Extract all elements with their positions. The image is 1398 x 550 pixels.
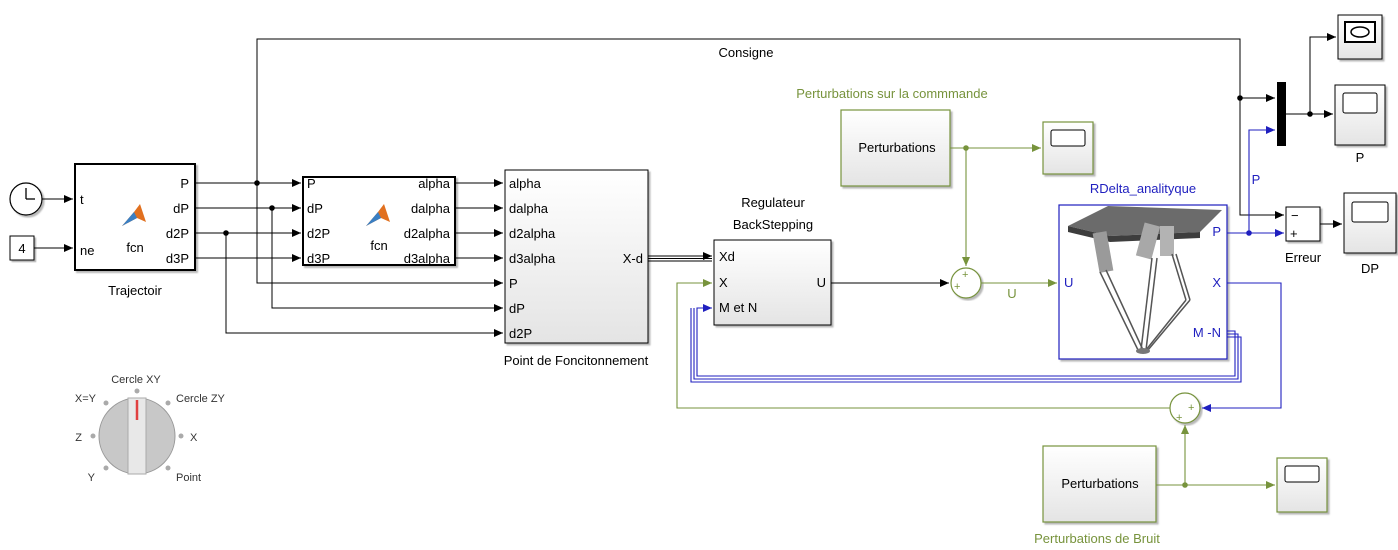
- block-label: Perturbations: [858, 140, 936, 155]
- block-name: DP: [1361, 261, 1379, 276]
- block-name: Regulateur: [741, 195, 805, 210]
- port-label: P: [307, 176, 316, 191]
- constant-block[interactable]: 4: [9, 235, 35, 261]
- port-label: t: [80, 192, 84, 207]
- plus-sign: +: [962, 269, 968, 281]
- signal-label-consigne: Consigne: [719, 45, 774, 60]
- port-label: d2P: [509, 326, 532, 341]
- erreur-sum-block[interactable]: − + Erreur: [1285, 206, 1322, 265]
- block-name: Perturbations sur la commmande: [796, 86, 987, 101]
- port-label: d3alpha: [509, 251, 556, 266]
- port-label: X-d: [623, 251, 643, 266]
- block-name: Erreur: [1285, 250, 1322, 265]
- block-name: P: [1356, 150, 1365, 165]
- scope-perturbations-commande[interactable]: [1042, 121, 1094, 175]
- port-label: alpha: [509, 176, 542, 191]
- scope-perturbations-bruit[interactable]: [1276, 457, 1328, 513]
- port-label: P: [509, 276, 518, 291]
- clock-icon: [25, 188, 35, 200]
- signal-line[interactable]: [696, 304, 1236, 377]
- signal-line[interactable]: [271, 208, 503, 312]
- port-label: dP: [509, 301, 525, 316]
- trajectory-selector-knob[interactable]: Cercle XY Cercle ZY X Point Y Z X=Y: [75, 374, 226, 484]
- scope-dp[interactable]: DP: [1343, 192, 1397, 276]
- selector-option: Z: [75, 432, 82, 444]
- port-label: d2alpha: [509, 226, 556, 241]
- signal-lines: [34, 33, 1342, 489]
- port-label: d2alpha: [404, 226, 451, 241]
- selector-ticks: [90, 388, 184, 471]
- block-name: BackStepping: [733, 217, 813, 232]
- plus-sign: +: [1290, 226, 1298, 241]
- fcn-label: fcn: [370, 238, 387, 253]
- port-label: M et N: [719, 300, 757, 315]
- block-name: RDelta_analityque: [1090, 181, 1196, 196]
- port-label: U: [817, 275, 826, 290]
- selector-option: Cercle ZY: [176, 393, 226, 405]
- minus-sign: −: [1291, 208, 1299, 223]
- port-label: dP: [307, 201, 323, 216]
- rdelta-robot-block[interactable]: RDelta_analityque U P X M -N: [1058, 181, 1228, 360]
- signal-line[interactable]: [256, 183, 503, 287]
- signal-label-u: U: [1007, 286, 1016, 301]
- mux-block[interactable]: [1277, 82, 1286, 146]
- selector-option: Y: [88, 472, 96, 484]
- selector-option: Cercle XY: [111, 374, 161, 386]
- plus-sign: +: [1176, 412, 1182, 424]
- port-label: M -N: [1193, 325, 1221, 340]
- constant-value: 4: [18, 241, 25, 256]
- perturbations-commande-block[interactable]: Perturbations sur la commmande Perturbat…: [796, 86, 988, 187]
- sum-bruit[interactable]: + +: [1169, 392, 1201, 424]
- port-label: dalpha: [411, 201, 451, 216]
- block-name: Perturbations de Bruit: [1034, 531, 1160, 546]
- port-label: d3alpha: [404, 251, 451, 266]
- plus-sign: +: [954, 281, 960, 293]
- signal-label-p: P: [1252, 172, 1261, 187]
- plus-sign: +: [1188, 402, 1194, 414]
- selector-option: X=Y: [75, 393, 97, 405]
- point-fonctionnement-block[interactable]: alpha dalpha d2alpha d3alpha P dP d2P X-…: [504, 169, 649, 368]
- perturbations-bruit-block[interactable]: Perturbations Perturbations de Bruit: [1034, 445, 1160, 546]
- port-label: P: [180, 176, 189, 191]
- regulateur-backstepping-block[interactable]: Regulateur BackStepping Xd X M et N U: [713, 195, 832, 326]
- signal-line: [693, 308, 1239, 380]
- port-label: X: [1212, 275, 1221, 290]
- xy-graph-scope[interactable]: [1337, 14, 1383, 60]
- consigne-line[interactable]: [256, 38, 1284, 219]
- port-label: U: [1064, 275, 1073, 290]
- block-label: Perturbations: [1061, 476, 1139, 491]
- junction-dots: [223, 95, 1313, 488]
- port-label: dalpha: [509, 201, 549, 216]
- port-label: d2P: [166, 226, 189, 241]
- port-label: dP: [173, 201, 189, 216]
- port-label: d3P: [166, 251, 189, 266]
- port-label: ne: [80, 243, 94, 258]
- port-label: alpha: [418, 176, 451, 191]
- fcn-label: fcn: [126, 240, 143, 255]
- port-label: P: [1212, 224, 1221, 239]
- trajectoir-block[interactable]: t ne P dP d2P d3P fcn Trajectoir: [74, 163, 196, 298]
- signal-line[interactable]: [1248, 126, 1275, 233]
- sum-commande[interactable]: + +: [950, 267, 982, 299]
- matlab-icon: [122, 204, 146, 226]
- port-label: d3P: [307, 251, 330, 266]
- clock-block[interactable]: [9, 182, 43, 216]
- selector-option: X: [190, 432, 198, 444]
- matlab-icon: [366, 204, 390, 226]
- signal-line[interactable]: [225, 233, 503, 337]
- signal-line: [690, 308, 1242, 383]
- signal-line[interactable]: [1202, 282, 1282, 412]
- port-label: Xd: [719, 249, 735, 264]
- delta-robot-image: [1068, 206, 1222, 354]
- block-name: Point de Foncitonnement: [504, 353, 649, 368]
- port-label: d2P: [307, 226, 330, 241]
- inverse-model-block[interactable]: P dP d2P d3P alpha dalpha d2alpha d3alph…: [302, 176, 456, 266]
- signal-line[interactable]: [676, 279, 1170, 409]
- block-name: Trajectoir: [108, 283, 162, 298]
- scope-p[interactable]: P: [1334, 84, 1386, 165]
- selector-option: Point: [176, 472, 201, 484]
- signal-line[interactable]: [1309, 33, 1336, 114]
- port-label: X: [719, 275, 728, 290]
